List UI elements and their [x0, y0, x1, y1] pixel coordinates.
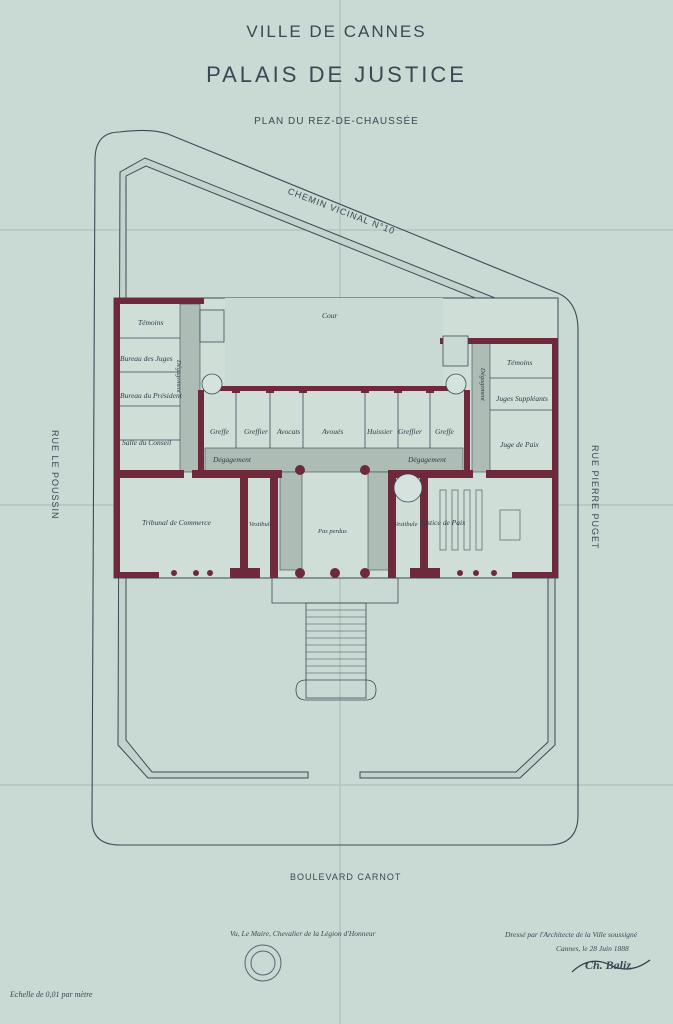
architect-note: Dressé par l'Architecte de la Ville sous…: [505, 930, 638, 939]
walls: [114, 298, 558, 578]
room-greffier-1: Greffier: [244, 427, 268, 436]
room-juge-paix: Juge de Paix: [500, 440, 539, 449]
signature-flourish: [571, 959, 651, 973]
city-title: VILLE DE CANNES: [246, 22, 427, 41]
building-title: PALAIS DE JUSTICE: [206, 62, 467, 87]
room-vestibule-left: Vestibule: [249, 521, 273, 528]
room-salle-conseil: Salle du Conseil: [122, 438, 172, 447]
room-avoues: Avoués: [322, 427, 344, 436]
room-greffe-2: Greffe: [435, 427, 454, 436]
room-degagement-center-right: Dégagement: [408, 455, 446, 464]
room-temoins-right: Témoins: [507, 358, 533, 367]
street-east: RUE PIERRE PUGET: [590, 445, 600, 550]
room-avocats: Avocats: [277, 427, 301, 436]
room-tribunal-commerce: Tribunal de Commerce: [142, 518, 211, 527]
scale-note: Echelle de 0,01 par mètre: [10, 990, 93, 999]
room-justice-paix: Justice de Paix: [420, 518, 466, 527]
date-note: Cannes, le 28 Juin 1888: [556, 944, 629, 953]
room-bureau-president: Bureau du Président: [120, 391, 182, 400]
room-greffe-1: Greffe: [210, 427, 229, 436]
room-cour: Cour: [322, 311, 338, 320]
stair-steps: [306, 609, 366, 674]
partition-caps: [138, 298, 540, 393]
corridors: [179, 303, 491, 571]
room-bureau-juges: Bureau des Juges: [120, 354, 173, 363]
room-degagement-left: Dégagement: [175, 360, 182, 393]
courtyard: [225, 298, 443, 390]
wc-blocks: [199, 309, 469, 367]
signature: Ch. Baliz: [585, 958, 632, 972]
plan-subtitle: PLAN DU REZ-DE-CHAUSSÉE: [254, 116, 419, 127]
mayor-note: Vu, Le Maire, Chevalier de la Légion d'H…: [230, 929, 376, 938]
room-vestibule-right: Vestibule: [394, 521, 418, 528]
room-temoins-left: Témoins: [138, 318, 164, 327]
front-staircase: [271, 577, 399, 701]
partitions: [120, 337, 552, 448]
spiral-stairs: [201, 373, 467, 503]
wall-piers: [171, 465, 497, 578]
room-huissier: Huissier: [367, 427, 393, 436]
room-greffier-2: Greffier: [398, 427, 422, 436]
room-juge-suppleants: Juges Suppléants: [496, 394, 548, 403]
lot-boundary: [91, 129, 579, 846]
benches: [439, 489, 521, 551]
street-west: RUE LE POUSSIN: [50, 430, 60, 520]
room-degagement-right: Dégagement: [479, 368, 486, 401]
room-degagement-center-left: Dégagement: [213, 455, 251, 464]
municipal-seal: [244, 944, 282, 982]
street-south: BOULEVARD CARNOT: [290, 872, 402, 882]
room-pas-perdus: Pas perdus: [318, 528, 347, 535]
